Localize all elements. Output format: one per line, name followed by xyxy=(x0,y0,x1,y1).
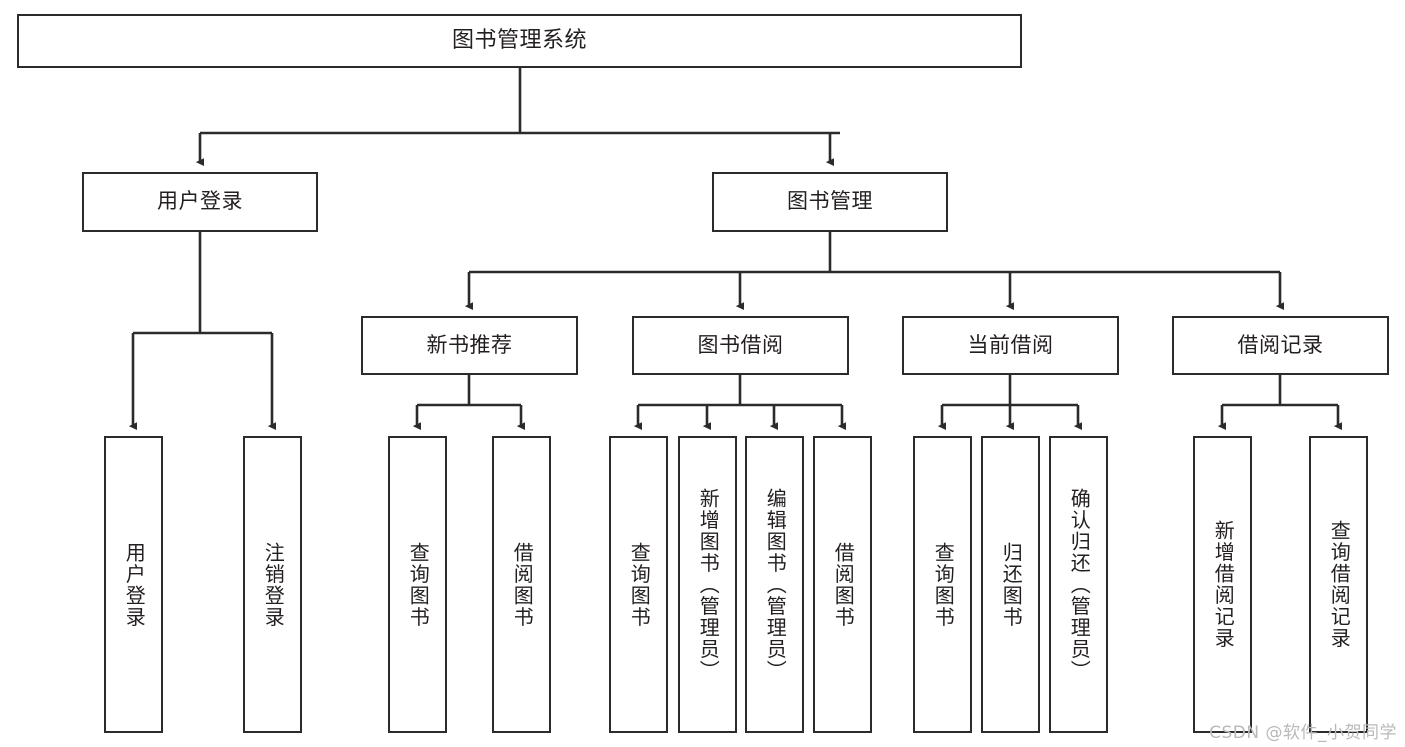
leaf-query-borrow-record[interactable]: 查询借阅记录 xyxy=(1309,436,1368,733)
node-user-login[interactable]: 用户登录 xyxy=(82,172,318,232)
node-label: 图书管理系统 xyxy=(451,27,587,53)
leaf-add-borrow-record[interactable]: 新增借阅记录 xyxy=(1193,436,1252,733)
node-label: 借阅记录 xyxy=(1237,332,1324,357)
node-label: 归还图书 xyxy=(999,541,1024,628)
node-label: 图书借阅 xyxy=(697,332,784,357)
node-label: 借阅图书 xyxy=(831,541,856,628)
node-label: 借阅图书 xyxy=(510,541,535,628)
node-new-book-recommend[interactable]: 新书推荐 xyxy=(361,316,578,375)
node-label: 查询图书 xyxy=(931,541,956,628)
node-label: 查询图书 xyxy=(627,541,652,628)
node-label: 新增图书（管理员） xyxy=(696,487,721,682)
node-label: 图书管理 xyxy=(787,189,873,214)
node-book-borrow[interactable]: 图书借阅 xyxy=(632,316,849,375)
leaf-logout[interactable]: 注销登录 xyxy=(243,436,302,733)
node-label: 注销登录 xyxy=(261,541,286,628)
leaf-query-book-recommend[interactable]: 查询图书 xyxy=(388,436,447,733)
node-current-borrow[interactable]: 当前借阅 xyxy=(902,316,1119,375)
leaf-add-book-admin[interactable]: 新增图书（管理员） xyxy=(678,436,737,733)
leaf-borrow-book[interactable]: 借阅图书 xyxy=(813,436,872,733)
node-label: 用户登录 xyxy=(122,541,147,628)
leaf-return-book[interactable]: 归还图书 xyxy=(981,436,1040,733)
leaf-user-login[interactable]: 用户登录 xyxy=(104,436,163,733)
leaf-edit-book-admin[interactable]: 编辑图书（管理员） xyxy=(745,436,804,733)
node-book-management[interactable]: 图书管理 xyxy=(712,172,948,232)
node-label: 新增借阅记录 xyxy=(1211,520,1236,649)
node-label: 用户登录 xyxy=(157,189,243,214)
node-label: 查询图书 xyxy=(406,541,431,628)
node-root-system[interactable]: 图书管理系统 xyxy=(17,14,1022,68)
node-label: 当前借阅 xyxy=(967,332,1054,357)
watermark-text: CSDN @软件_小贺同学 xyxy=(1209,723,1397,743)
node-label: 新书推荐 xyxy=(426,332,513,357)
leaf-query-book-current[interactable]: 查询图书 xyxy=(913,436,972,733)
node-label: 确认归还（管理员） xyxy=(1067,487,1092,682)
node-label: 查询借阅记录 xyxy=(1327,520,1352,649)
node-label: 编辑图书（管理员） xyxy=(763,487,788,682)
leaf-borrow-book-recommend[interactable]: 借阅图书 xyxy=(492,436,551,733)
leaf-query-book-borrow[interactable]: 查询图书 xyxy=(609,436,668,733)
leaf-confirm-return-admin[interactable]: 确认归还（管理员） xyxy=(1049,436,1108,733)
node-borrow-record[interactable]: 借阅记录 xyxy=(1172,316,1389,375)
